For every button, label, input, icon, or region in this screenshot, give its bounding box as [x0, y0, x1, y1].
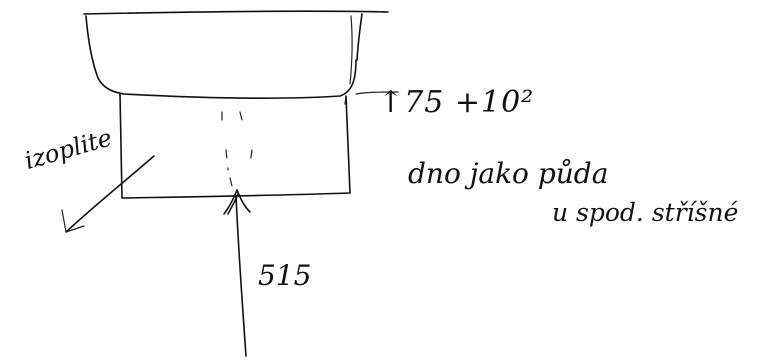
top-right-annotation: ↑75 +10² — [378, 85, 535, 120]
rectangle-right-tick — [344, 95, 347, 105]
center-dashed-line-left — [221, 111, 233, 187]
center-dashed-line-right — [239, 111, 253, 166]
right-annotation-line-2: u spod. stříšné — [552, 198, 739, 227]
lower-rectangle-outline — [119, 93, 351, 199]
upper-trapezoid-outline — [83, 10, 389, 99]
upper-trapezoid-inner-line — [349, 15, 353, 85]
bottom-value-label: 515 — [258, 259, 312, 292]
vertical-arrow-head — [223, 189, 251, 215]
left-pointer-line — [65, 155, 155, 233]
vertical-arrow-shaft — [235, 195, 247, 357]
left-pointer-tick — [61, 209, 85, 233]
right-annotation-line-1: dno jako půda — [408, 157, 609, 190]
top-right-leader-line — [355, 91, 399, 95]
